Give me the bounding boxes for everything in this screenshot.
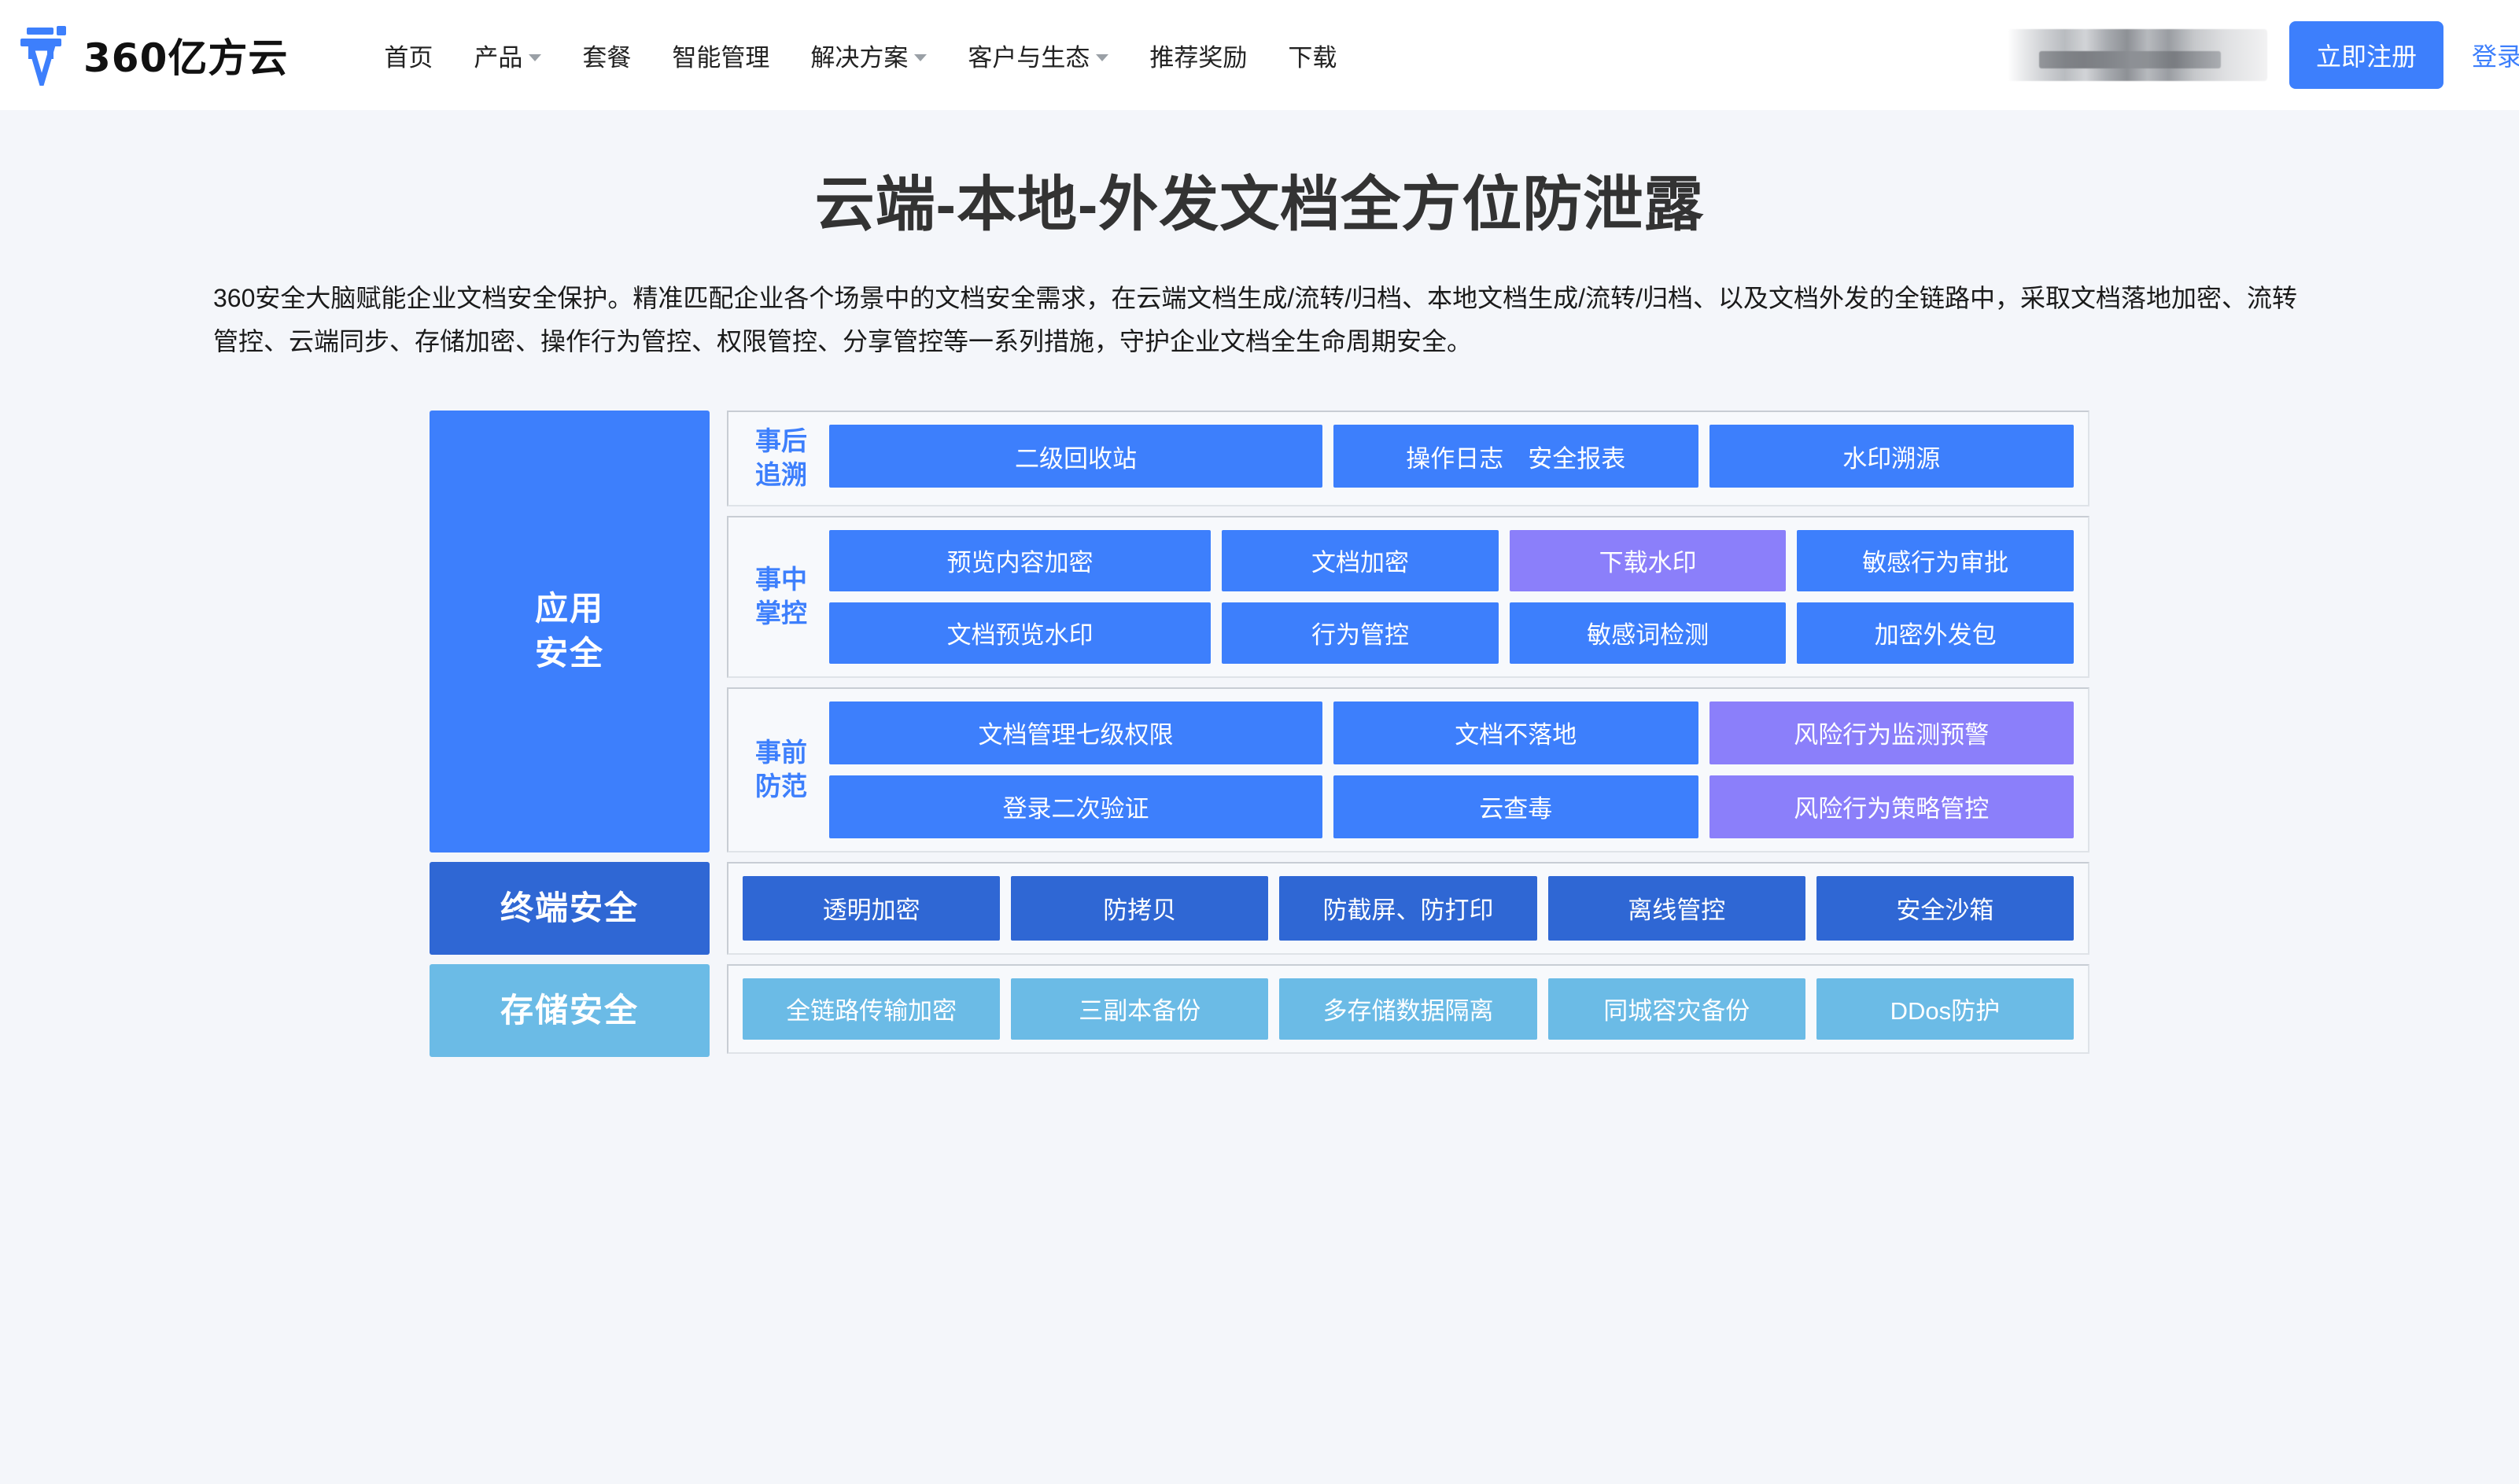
group-pre-incident-prevention: 事前 防范 文档管理七级权限 文档不落地 风险行为监测预警 登录二次验证 云查毒 <box>727 687 2089 852</box>
feature-cell-document-preview-watermark[interactable]: 文档预览水印 <box>829 602 1212 664</box>
nav-label: 首页 <box>384 43 433 72</box>
feature-cell-sensitive-word-detection[interactable]: 敏感词检测 <box>1509 602 1787 664</box>
login-link[interactable]: 登录 <box>2472 42 2519 71</box>
feature-cell-cloud-antivirus[interactable]: 云查毒 <box>1333 775 1698 838</box>
band-label-line1: 应用 <box>534 590 604 628</box>
group-label-in-process-control: 事中 掌控 <box>743 530 820 664</box>
feature-cell-preview-content-encryption[interactable]: 预览内容加密 <box>829 529 1212 591</box>
group-label-line2: 掌控 <box>755 598 807 628</box>
main-nav: 首页 产品 套餐 智能管理 解决方案 客户与生态 推荐奖励 下载 <box>363 38 1357 73</box>
nav-label: 解决方案 <box>810 43 909 72</box>
feature-cell-anti-copy[interactable]: 防拷贝 <box>1011 875 1269 941</box>
nav-item-download[interactable]: 下载 <box>1267 38 1357 73</box>
nav-label: 客户与生态 <box>968 43 1090 72</box>
band-label-endpoint-security: 终端安全 <box>430 861 710 955</box>
nav-label: 下载 <box>1288 43 1337 72</box>
feature-row: 透明加密 防拷贝 防截屏、防打印 离线管控 安全沙箱 <box>743 875 2075 941</box>
group-label-line2: 追溯 <box>755 459 807 489</box>
feature-cell-seven-level-permissions[interactable]: 文档管理七级权限 <box>829 701 1323 764</box>
nav-item-products[interactable]: 产品 <box>453 38 562 73</box>
group-rows: 二级回收站 操作日志 安全报表 水印溯源 <box>829 425 2074 492</box>
feature-cell-risk-behavior-policy-control[interactable]: 风险行为策略管控 <box>1709 775 2074 838</box>
group-label-line1: 事前 <box>755 737 807 767</box>
feature-cell-recycle-bin[interactable]: 二级回收站 <box>829 425 1323 488</box>
feature-cell-secure-sandbox[interactable]: 安全沙箱 <box>1816 875 2075 941</box>
group-label-line2: 防范 <box>755 771 807 801</box>
feature-cell-transparent-encryption[interactable]: 透明加密 <box>743 875 1001 941</box>
nav-label: 智能管理 <box>672 43 770 72</box>
feature-cell-download-watermark[interactable]: 下载水印 <box>1509 529 1787 591</box>
chevron-down-icon <box>914 53 928 61</box>
group-label-line1: 事中 <box>755 564 807 594</box>
feature-row: 登录二次验证 云查毒 风险行为策略管控 <box>829 775 2074 838</box>
feature-cell-operation-log-security-report[interactable]: 操作日志 安全报表 <box>1333 425 1698 488</box>
band-label-storage-security: 存储安全 <box>430 963 710 1057</box>
feature-row: 全链路传输加密 三副本备份 多存储数据隔离 同城容灾备份 DDos防护 <box>743 978 2075 1040</box>
group-storage-security: 全链路传输加密 三副本备份 多存储数据隔离 同城容灾备份 DDos防护 <box>727 963 2089 1054</box>
feature-cell-document-encryption[interactable]: 文档加密 <box>1222 529 1499 591</box>
yifangyun-logo-icon <box>20 24 69 93</box>
band-strip-wrap: 全链路传输加密 三副本备份 多存储数据隔离 同城容灾备份 DDos防护 <box>727 963 2089 1057</box>
band-application-security: 应用 安全 事后 追溯 二级回收站 操 <box>430 411 2089 852</box>
feature-cell-multi-storage-data-isolation[interactable]: 多存储数据隔离 <box>1279 978 1537 1040</box>
feature-cell-offline-control[interactable]: 离线管控 <box>1547 875 1805 941</box>
feature-cell-same-city-disaster-backup[interactable]: 同城容灾备份 <box>1547 978 1805 1040</box>
page-description: 360安全大脑赋能企业文档安全保护。精准匹配企业各个场景中的文档安全需求，在云端… <box>213 284 2297 356</box>
group-label-line1: 事后 <box>755 426 807 456</box>
feature-row: 文档管理七级权限 文档不落地 风险行为监测预警 <box>829 701 2074 764</box>
nav-item-home[interactable]: 首页 <box>363 38 453 73</box>
nav-item-solutions[interactable]: 解决方案 <box>790 38 947 73</box>
feature-cell-sensitive-action-approval[interactable]: 敏感行为审批 <box>1797 529 2074 591</box>
band-endpoint-security: 终端安全 透明加密 防拷贝 防截屏、防打印 离线管控 安全沙箱 <box>430 861 2089 955</box>
feature-cell-behavior-control[interactable]: 行为管控 <box>1222 602 1499 664</box>
feature-cell-triple-replica-backup[interactable]: 三副本备份 <box>1011 978 1269 1040</box>
band-strip-wrap: 透明加密 防拷贝 防截屏、防打印 离线管控 安全沙箱 <box>727 861 2089 955</box>
brand-name: 360亿方云 <box>83 35 289 81</box>
feature-row: 二级回收站 操作日志 安全报表 水印溯源 <box>829 425 2074 488</box>
nav-label: 产品 <box>474 43 523 72</box>
group-post-incident-tracing: 事后 追溯 二级回收站 操作日志 安全报表 水印溯源 <box>727 411 2089 506</box>
feature-strip: 透明加密 防拷贝 防截屏、防打印 离线管控 安全沙箱 <box>743 875 2075 941</box>
feature-cell-risk-behavior-monitoring-alert[interactable]: 风险行为监测预警 <box>1709 701 2074 764</box>
nav-item-customers-ecosystem[interactable]: 客户与生态 <box>947 38 1129 73</box>
security-architecture-diagram: 应用 安全 事后 追溯 二级回收站 操 <box>430 411 2089 1057</box>
group-label-pre-incident-prevention: 事前 防范 <box>743 701 820 838</box>
band-label-application-security: 应用 安全 <box>430 411 710 852</box>
chevron-down-icon <box>1096 53 1109 61</box>
feature-row: 预览内容加密 文档加密 下载水印 敏感行为审批 <box>829 529 2074 591</box>
feature-cell-encrypted-outbound-package[interactable]: 加密外发包 <box>1797 602 2074 664</box>
feature-row: 文档预览水印 行为管控 敏感词检测 加密外发包 <box>829 602 2074 664</box>
feature-cell-ddos-protection[interactable]: DDos防护 <box>1816 978 2075 1040</box>
top-navbar: 360亿方云 首页 产品 套餐 智能管理 解决方案 客户与生态 推荐奖励 下载 <box>0 0 2519 110</box>
group-label-post-incident-tracing: 事后 追溯 <box>743 425 820 492</box>
nav-item-smart-management[interactable]: 智能管理 <box>651 38 790 73</box>
feature-strip: 全链路传输加密 三副本备份 多存储数据隔离 同城容灾备份 DDos防护 <box>743 978 2075 1040</box>
feature-cell-no-local-storage[interactable]: 文档不落地 <box>1333 701 1698 764</box>
page-title: 云端-本地-外发文档全方位防泄露 <box>814 171 1705 238</box>
feature-cell-login-two-factor[interactable]: 登录二次验证 <box>829 775 1323 838</box>
group-endpoint-security: 透明加密 防拷贝 防截屏、防打印 离线管控 安全沙箱 <box>727 861 2089 955</box>
page-body: 云端-本地-外发文档全方位防泄露 360安全大脑赋能企业文档安全保护。精准匹配企… <box>0 110 2519 1484</box>
redacted-promo-banner <box>2007 29 2267 81</box>
band-groups: 事后 追溯 二级回收站 操作日志 安全报表 水印溯源 <box>727 411 2089 852</box>
nav-label: 套餐 <box>582 43 632 72</box>
brand-logo[interactable]: 360亿方云 <box>20 24 289 93</box>
group-rows: 预览内容加密 文档加密 下载水印 敏感行为审批 文档预览水印 行为管控 敏感词检… <box>829 529 2074 664</box>
nav-item-referral-rewards[interactable]: 推荐奖励 <box>1129 38 1267 73</box>
feature-cell-watermark-tracing[interactable]: 水印溯源 <box>1709 425 2074 488</box>
feature-cell-anti-screenshot-print[interactable]: 防截屏、防打印 <box>1279 875 1537 941</box>
group-in-process-control: 事中 掌控 预览内容加密 文档加密 下载水印 敏感行为审批 文档预览水印 <box>727 515 2089 678</box>
register-button[interactable]: 立即注册 <box>2288 21 2443 89</box>
chevron-down-icon <box>529 53 542 61</box>
group-rows: 文档管理七级权限 文档不落地 风险行为监测预警 登录二次验证 云查毒 风险行为策… <box>829 701 2074 838</box>
nav-item-packages[interactable]: 套餐 <box>562 38 651 73</box>
feature-cell-full-link-transport-encryption[interactable]: 全链路传输加密 <box>743 978 1001 1040</box>
band-label-line2: 安全 <box>534 634 604 672</box>
navbar-actions: 立即注册 登录 <box>2007 21 2519 89</box>
nav-label: 推荐奖励 <box>1149 43 1248 72</box>
band-storage-security: 存储安全 全链路传输加密 三副本备份 多存储数据隔离 同城容灾备份 DDos防护 <box>430 963 2089 1057</box>
